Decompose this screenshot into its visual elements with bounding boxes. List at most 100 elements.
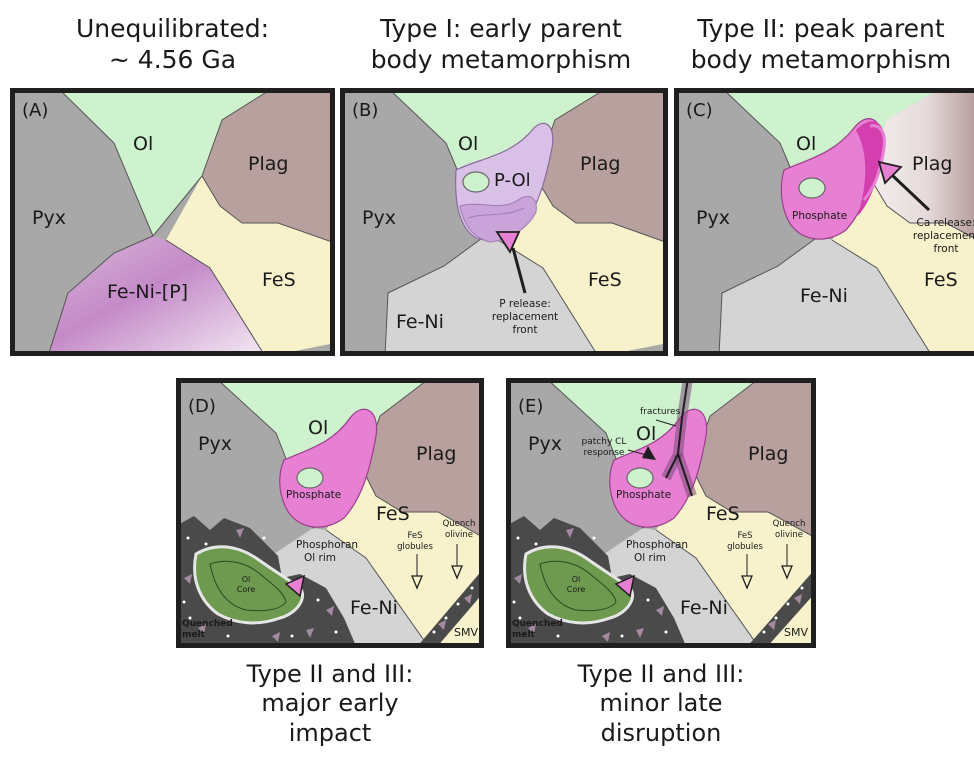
label-fes: FeS <box>706 503 740 525</box>
svg-text:globules: globules <box>727 542 763 552</box>
label-feni: Fe-Ni <box>396 311 444 333</box>
phosphate-region <box>279 408 378 528</box>
olivine-relict <box>296 467 324 489</box>
patchy-cl-label: patchy CL response <box>582 437 627 458</box>
panel-e: (E) Ol Plag Pyx FeS Fe-Ni Phosphate frac… <box>506 378 816 648</box>
caption-b: Type I: early parent body metamorphism <box>370 14 632 74</box>
svg-text:Ol: Ol <box>572 575 581 584</box>
core-label: Ol Core <box>567 575 586 594</box>
label-phosphate: Phosphate <box>792 210 847 222</box>
svg-text:Quenched: Quenched <box>512 619 563 629</box>
label-pyx: Pyx <box>362 207 396 229</box>
label-feni: Fe-Ni <box>680 597 728 619</box>
label-plag: Plag <box>580 153 620 175</box>
panel-c: (C) Ol Plag Pyx FeS Fe-Ni Phosphate Ca r… <box>674 88 974 356</box>
label-fes: FeS <box>588 269 622 291</box>
label-fes: FeS <box>376 503 410 525</box>
svg-text:Phosphoran: Phosphoran <box>626 539 688 551</box>
quenched-label: Quenched melt <box>512 619 563 640</box>
svg-text:replacement: replacement <box>913 230 974 242</box>
olivine-relict <box>462 171 490 193</box>
svg-text:olivine: olivine <box>775 530 803 540</box>
shock-melt-vein <box>416 568 484 648</box>
label-ol: Ol <box>133 133 153 155</box>
melt-speckles <box>182 536 338 638</box>
svg-text:patchy CL: patchy CL <box>582 437 627 447</box>
panel-letter: (E) <box>518 396 543 417</box>
arrow-head-icon <box>614 574 636 598</box>
svg-text:Ol: Ol <box>242 575 251 584</box>
fes-region <box>656 468 816 646</box>
fes-region <box>498 176 668 356</box>
svg-text:Quench: Quench <box>773 519 806 529</box>
melt-fragments <box>184 528 334 642</box>
olivine-core <box>193 545 304 625</box>
fes-region <box>326 468 484 646</box>
caption-c: Type II: peak parent body metamorphism <box>690 14 952 74</box>
panel-letter: (C) <box>686 100 713 121</box>
fes-globules-label: FeS globules <box>397 531 433 552</box>
svg-text:globules: globules <box>397 542 433 552</box>
caption-d: Type II and III: major early impact <box>246 660 414 747</box>
panel-frame <box>340 88 668 356</box>
label-pyx: Pyx <box>198 433 232 455</box>
quenched-label: Quenched melt <box>182 619 233 640</box>
svg-text:P release:: P release: <box>499 298 551 310</box>
panel-frame <box>10 88 335 356</box>
olivine-core <box>523 545 634 625</box>
label-fractures: fractures <box>640 407 681 417</box>
label-plag: Plag <box>912 153 952 175</box>
quench-olivine-label: Quench olivine <box>773 519 806 540</box>
svg-text:response: response <box>584 448 625 458</box>
plagioclase-region <box>869 88 974 243</box>
panel-frame <box>506 378 816 648</box>
label-plag: Plag <box>748 443 788 465</box>
panel-letter: (A) <box>22 100 48 121</box>
svg-text:melt: melt <box>512 630 536 640</box>
arrow-head-icon <box>284 574 306 598</box>
panel-d: (D) Ol Plag Pyx FeS Fe-Ni Phosphate Phos… <box>176 378 484 648</box>
feni-region <box>385 236 598 356</box>
replacement-front <box>856 121 885 216</box>
rim-label: Phosphoran Ol rim <box>296 539 358 564</box>
fes-globules-label: FeS globules <box>727 531 763 552</box>
label-phosphate: Phosphate <box>286 489 341 501</box>
panel-a: (A) Ol Plag Pyx FeS Fe-Ni-[P] <box>10 88 335 356</box>
svg-text:Core: Core <box>237 585 256 594</box>
feni-p-region <box>48 236 265 356</box>
label-fes: FeS <box>262 269 296 291</box>
label-pyx: Pyx <box>32 207 66 229</box>
olivine-relict <box>626 467 654 489</box>
olivine-relict <box>798 177 826 199</box>
svg-text:Quenched: Quenched <box>182 619 233 629</box>
arrow-head-icon <box>495 231 521 254</box>
svg-text:Phosphoran: Phosphoran <box>296 539 358 551</box>
rim-label: Phosphoran Ol rim <box>626 539 688 564</box>
arrow-head-icon <box>877 160 903 185</box>
fes-region <box>832 176 974 356</box>
label-feni: Fe-Ni <box>350 597 398 619</box>
label-feni: Fe-Ni-[P] <box>107 281 188 303</box>
p-release-note: P release: replacement front <box>492 298 558 336</box>
svg-text:Quench: Quench <box>443 519 476 529</box>
quench-olivine-label: Quench olivine <box>443 519 476 540</box>
label-ol: Ol <box>308 417 328 439</box>
svg-text:Ol rim: Ol rim <box>634 552 666 564</box>
label-plag: Plag <box>248 153 288 175</box>
p-olivine-inner <box>459 196 537 243</box>
caption-a: Unequilibrated: ~ 4.56 Ga <box>75 14 270 74</box>
svg-text:front: front <box>934 243 959 255</box>
svg-text:melt: melt <box>182 630 206 640</box>
ca-release-note: Ca release: replacement front <box>913 217 974 255</box>
panel-b: (B) Ol Plag Pyx FeS P-Ol Fe-Ni P release… <box>340 88 668 356</box>
shock-melt-vein <box>746 568 816 648</box>
label-p-ol: P-Ol <box>494 170 531 191</box>
svg-text:olivine: olivine <box>445 530 473 540</box>
panel-frame <box>674 88 974 356</box>
label-smv: SMV <box>454 626 478 639</box>
svg-text:FeS: FeS <box>407 531 422 541</box>
panel-frame <box>176 378 484 648</box>
svg-text:front: front <box>513 324 538 336</box>
label-feni: Fe-Ni <box>800 285 848 307</box>
plagioclase-region <box>362 378 484 538</box>
